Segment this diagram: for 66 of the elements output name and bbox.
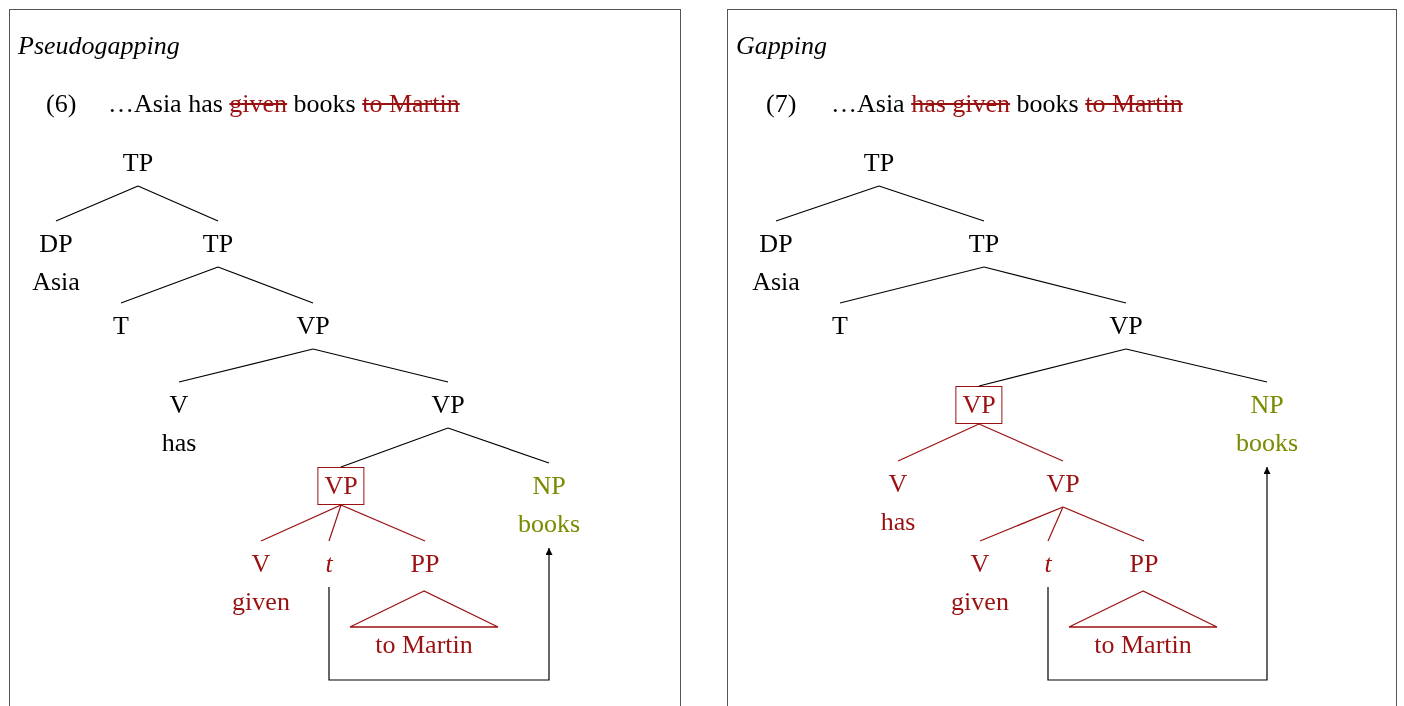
example-number: (7) [766, 88, 797, 120]
tree-branch [983, 266, 1127, 304]
word-label: to Martin [374, 629, 474, 661]
category-label: TP [202, 228, 234, 260]
tree-branch [1062, 506, 1145, 542]
category-label: VP [1046, 468, 1080, 500]
panel-heading: Pseudogapping [18, 30, 180, 62]
tree-branch [260, 504, 342, 542]
word-label: to Martin [1093, 629, 1193, 661]
category-label: V [168, 389, 190, 421]
example-sentence: …Asia has given books to Martin [108, 88, 460, 120]
tree-branch [878, 185, 985, 222]
category-label: t [325, 548, 333, 580]
word-label: given [232, 586, 290, 618]
tree-branch [979, 506, 1064, 542]
tree-branch [55, 185, 139, 222]
category-label: DP [758, 228, 794, 260]
category-label: t [1044, 548, 1052, 580]
category-label: VP [431, 389, 465, 421]
tree-branch [839, 266, 985, 304]
example-number: (6) [46, 88, 77, 120]
movement-arrow [328, 547, 553, 681]
boxed-node: VP [317, 467, 365, 505]
panel-heading: Gapping [736, 30, 827, 62]
word-label: given [951, 586, 1009, 618]
word-label: books [1235, 427, 1299, 459]
category-label: NP [531, 470, 567, 502]
category-label: V [250, 548, 272, 580]
category-label: PP [1129, 548, 1159, 580]
word-label: books [517, 508, 581, 540]
tree-branch [217, 266, 314, 304]
tree-branch [340, 504, 426, 542]
word-label: has [161, 427, 197, 459]
tree-branch [1125, 348, 1268, 383]
word-label: Asia [32, 266, 80, 298]
tree-branch [775, 185, 880, 222]
tree-branch [447, 427, 550, 464]
tree-branch [120, 266, 219, 304]
category-label: TP [863, 147, 895, 179]
category-label: T [832, 310, 848, 342]
category-label: PP [410, 548, 440, 580]
tree-branch [137, 185, 219, 222]
category-label: VP [296, 310, 330, 342]
category-label: V [969, 548, 991, 580]
category-label: T [113, 310, 129, 342]
word-label: has [880, 506, 916, 538]
tree-branch [178, 348, 314, 383]
movement-arrow [1047, 466, 1271, 681]
tree-branch [340, 427, 449, 468]
boxed-node: VP [955, 386, 1003, 424]
tree-branch [897, 423, 980, 462]
tree-branch [312, 348, 449, 383]
category-label: VP [1109, 310, 1143, 342]
tree-branch [978, 423, 1064, 462]
word-label: Asia [752, 266, 800, 298]
category-label: TP [968, 228, 1000, 260]
tree-branch [328, 504, 342, 542]
tree-branch [978, 348, 1127, 387]
tree-branch [1047, 506, 1064, 542]
panel-frame [9, 9, 681, 706]
example-sentence: …Asia has given books to Martin [831, 88, 1183, 120]
category-label: TP [122, 147, 154, 179]
category-label: NP [1249, 389, 1285, 421]
category-label: V [887, 468, 909, 500]
panel-frame [727, 9, 1397, 706]
category-label: DP [38, 228, 74, 260]
